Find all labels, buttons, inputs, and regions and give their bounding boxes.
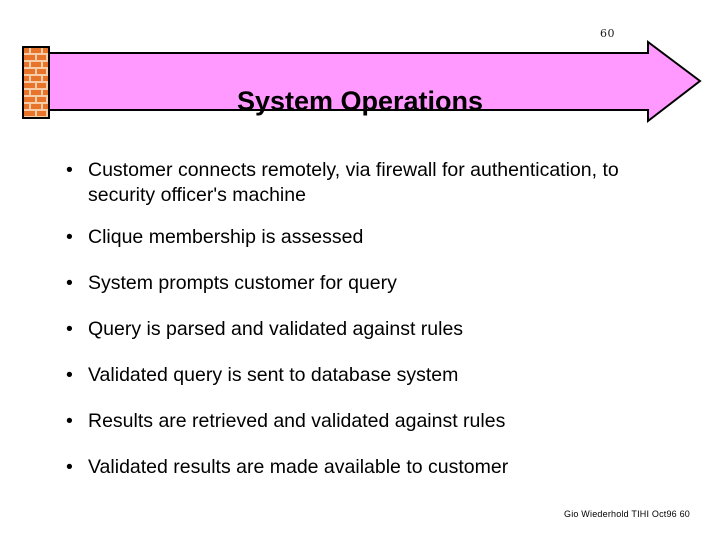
bullet-dot-icon: • (66, 272, 73, 294)
bullet-dot-icon: • (66, 364, 73, 386)
list-item-text: Clique membership is assessed (88, 226, 364, 248)
bullet-dot-icon: • (66, 410, 73, 432)
list-item-text: System prompts customer for query (88, 272, 397, 294)
footer-credit: Gio Wiederhold TIHI Oct96 60 (564, 509, 690, 519)
list-item: • System prompts customer for query (60, 271, 680, 296)
brick-wall-icon (22, 46, 50, 119)
list-item-text: Validated results are made available to … (88, 456, 509, 478)
list-item-text: Results are retrieved and validated agai… (88, 410, 506, 432)
list-item: • Customer connects remotely, via firewa… (60, 158, 680, 208)
list-item: • Clique membership is assessed (60, 225, 680, 250)
list-item: • Query is parsed and validated against … (60, 317, 680, 342)
brick-wall-joints (24, 48, 48, 117)
bullet-list: • Customer connects remotely, via firewa… (60, 158, 680, 501)
list-item-text: Customer connects remotely, via firewall… (88, 159, 619, 206)
list-item: • Validated results are made available t… (60, 455, 680, 480)
right-block-arrow-icon (35, 40, 702, 124)
bullet-dot-icon: • (66, 159, 73, 181)
list-item: • Results are retrieved and validated ag… (60, 409, 680, 434)
bullet-dot-icon: • (66, 226, 73, 248)
slide-number: 60 (600, 27, 615, 40)
page-title: System Operations (236, 86, 484, 116)
bullet-dot-icon: • (66, 456, 73, 478)
list-item-text: Validated query is sent to database syst… (88, 364, 459, 386)
title-banner: System Operations (0, 30, 720, 130)
bullet-dot-icon: • (66, 318, 73, 340)
list-item: • Validated query is sent to database sy… (60, 363, 680, 388)
list-item-text: Query is parsed and validated against ru… (88, 318, 464, 340)
